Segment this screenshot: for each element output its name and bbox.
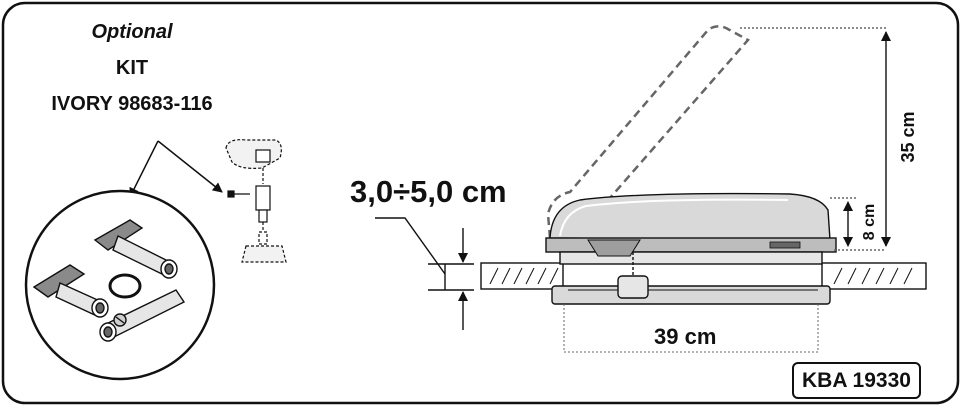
width-label: 39 cm (654, 324, 717, 349)
kit-pointer-right (157, 140, 223, 193)
roof-section-icon (821, 262, 927, 290)
opening-height-label: 35 cm (898, 111, 918, 163)
roof-thickness-label: 3,0÷5,0 cm (350, 174, 507, 209)
height-open-dimension (740, 27, 891, 251)
roof-section-icon (480, 262, 564, 290)
kit-ring-icon (108, 273, 142, 299)
kit-product-label: IVORY 98683-116 (51, 93, 213, 115)
roof-thickness-leader (375, 217, 446, 275)
approval-code-badge: KBA 19330 (792, 362, 921, 399)
closed-dome (549, 192, 831, 241)
kit-detail (24, 140, 223, 381)
open-lid-outline (546, 25, 750, 248)
kit-magnifier-circle (24, 189, 216, 381)
kit-optional-label: Optional (91, 21, 173, 43)
height-closed-dimension (830, 197, 856, 247)
kit-label: KIT (115, 57, 149, 79)
kit-assembly-detail (225, 139, 287, 263)
width-guides (563, 304, 819, 353)
kit-handle-icon (32, 264, 109, 318)
kit-pointer-left (129, 140, 159, 198)
kit-handle-icon (93, 219, 178, 279)
closed-height-label: 8 cm (861, 203, 878, 241)
roof-thickness-detail (375, 217, 474, 330)
inner-frame (551, 285, 831, 305)
kit-pin-icon (99, 289, 186, 342)
skylight-icon (545, 25, 837, 305)
